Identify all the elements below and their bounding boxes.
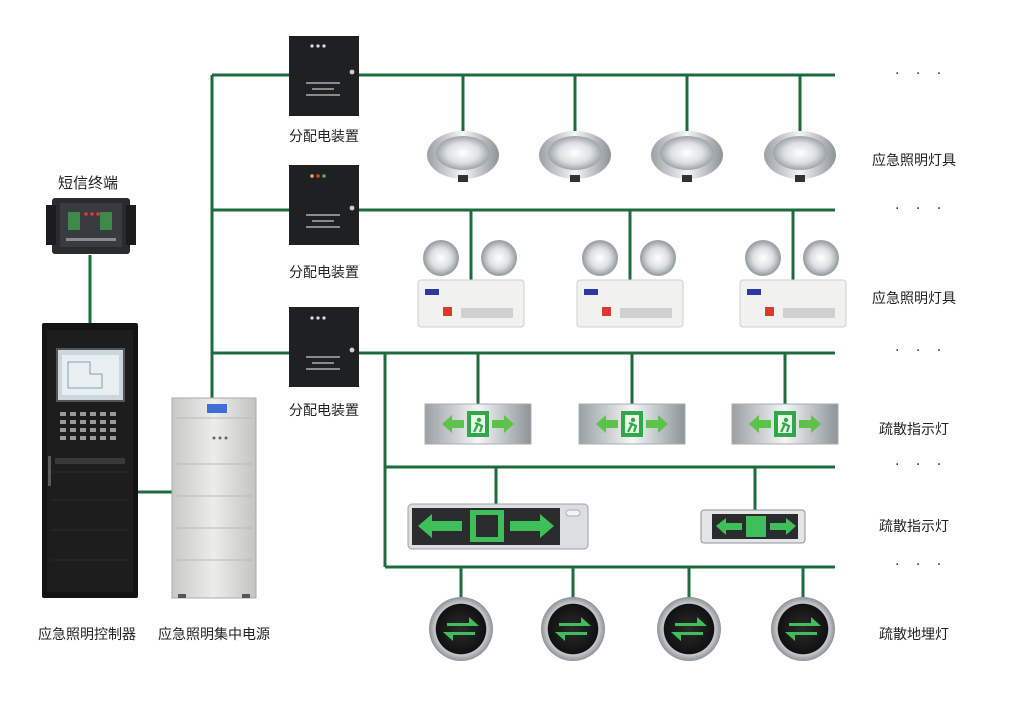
row-label: 疏散地埋灯 [879,627,949,643]
downlight [764,131,836,182]
twin-spot-light [417,240,525,328]
distribution-box [289,307,359,387]
sms-terminal-device [46,198,136,254]
twin-spot-light [576,240,684,328]
continuation-dots: · · · [895,557,948,573]
exit-sign-medium [700,509,806,544]
row-label: 疏散指示灯 [879,422,949,438]
power-supply-cabinet [171,397,257,599]
row-label: 疏散指示灯 [879,519,949,535]
controller-label: 应急照明控制器 [38,627,136,643]
floor-light [657,597,721,661]
exit-sign [578,403,686,445]
controller-cabinet [42,323,138,598]
row-label: 应急照明灯具 [872,153,956,169]
continuation-dots: · · · [895,457,948,473]
distribution-box [289,165,359,245]
continuation-dots: · · · [895,66,948,82]
downlight [427,131,499,182]
power-supply-label: 应急照明集中电源 [158,627,270,643]
continuation-dots: · · · [895,201,948,217]
distribution-box-label: 分配电装置 [289,265,359,281]
floor-light [771,597,835,661]
sms-terminal-label: 短信终端 [58,174,119,192]
exit-sign-large [407,503,589,550]
exit-sign [731,403,839,445]
floor-light [541,597,605,661]
distribution-box-label: 分配电装置 [289,403,359,419]
floor-light [429,597,493,661]
row-label: 应急照明灯具 [872,291,956,307]
downlight [539,131,611,182]
exit-sign [424,403,532,445]
distribution-box-label: 分配电装置 [289,129,359,145]
twin-spot-light [739,240,847,328]
continuation-dots: · · · [895,343,948,359]
downlight [651,131,723,182]
distribution-box [289,36,359,116]
